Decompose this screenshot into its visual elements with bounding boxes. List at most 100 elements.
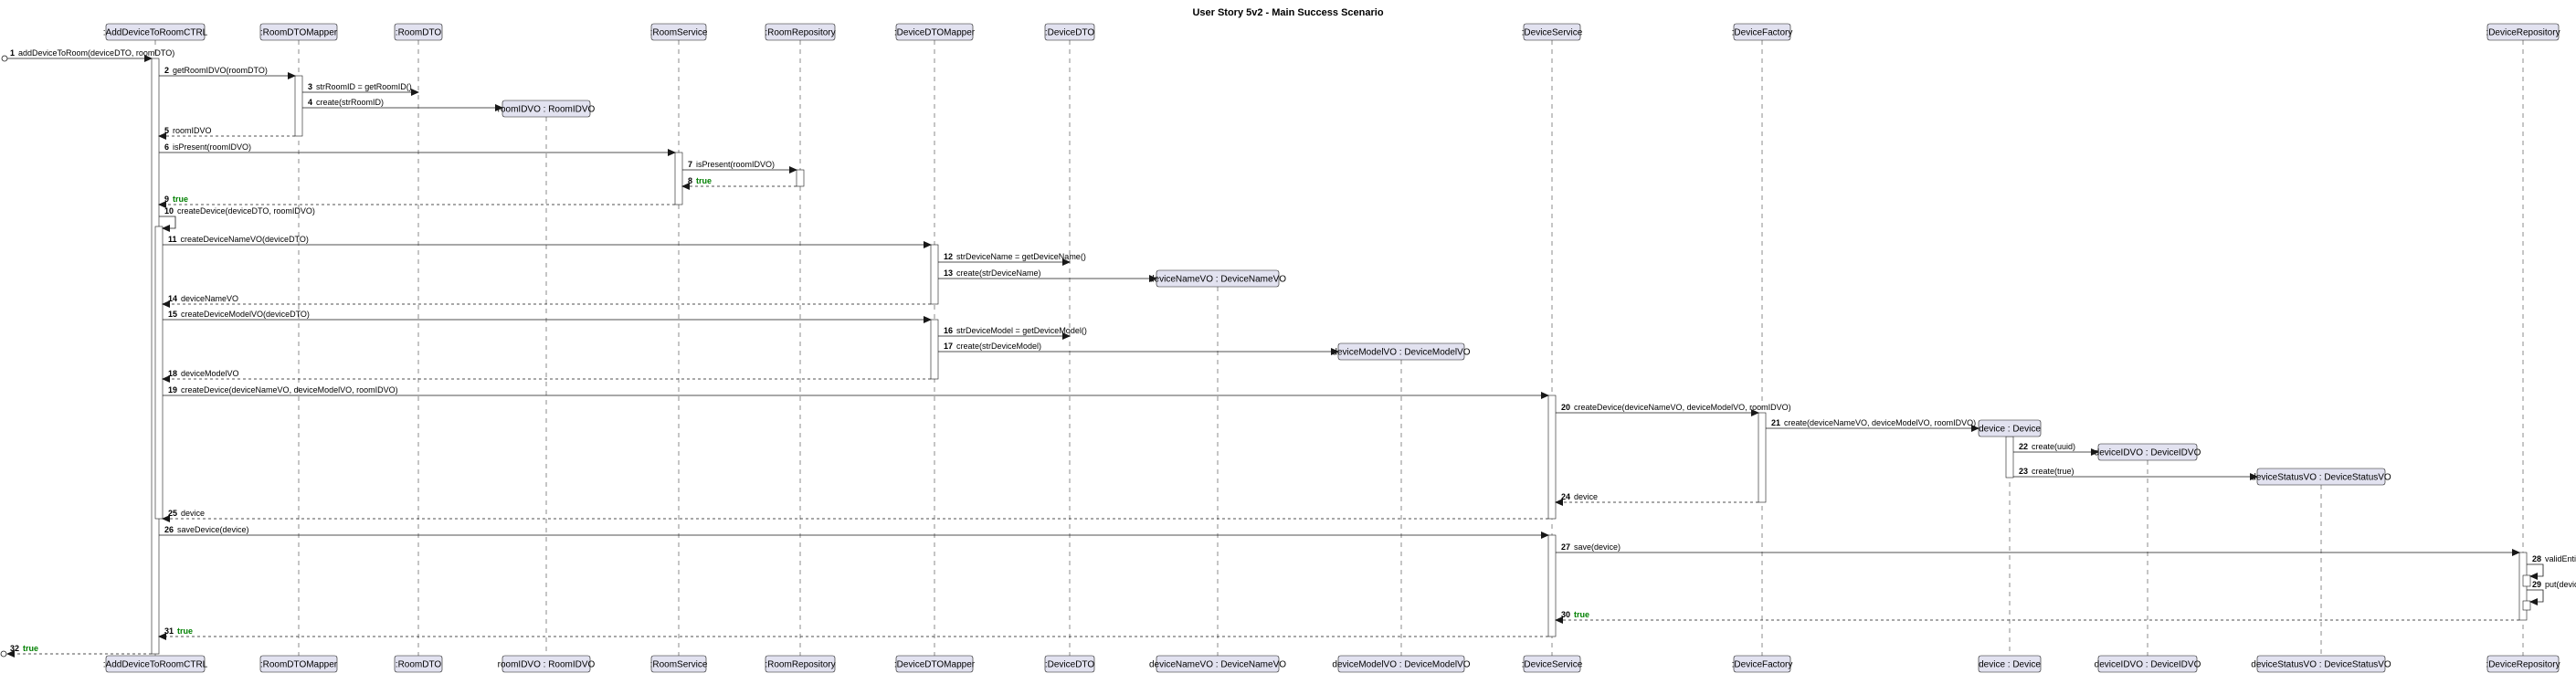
message-24: 24 device [1555, 492, 1758, 506]
message-number: 22 [2019, 442, 2028, 451]
message-text: deviceNameVO [181, 294, 238, 303]
message-number: 24 [1561, 492, 1570, 501]
message-number: 6 [164, 142, 169, 152]
message-28: 28validEntity(device) [2527, 554, 2576, 580]
message-text: deviceModelVO [181, 369, 239, 378]
participant-box [650, 655, 707, 673]
participant-label: :DeviceService [1522, 28, 1583, 38]
participant-devicedtomapper: :DeviceDTOMapper [894, 23, 976, 41]
activation-bar [2522, 574, 2531, 587]
participant-label: :DeviceService [1522, 660, 1583, 670]
participant-deviceservice: :DeviceService [1522, 23, 1583, 41]
participant-label: :DeviceRepository [2486, 28, 2560, 38]
message-text: true [177, 626, 193, 636]
participant-box [895, 23, 974, 41]
participant-bottom-devicestatusvo: deviceStatusVO : DeviceStatusVO [2251, 655, 2391, 673]
message-number: 31 [164, 626, 174, 636]
message-label: 28validEntity(device) [2532, 554, 2576, 563]
participant-box [501, 655, 591, 673]
message-text: create(deviceNameVO, deviceModelVO, room… [1784, 418, 1976, 427]
participant-bottom-devicerepo: :DeviceRepository [2486, 655, 2560, 673]
participant-box [2486, 23, 2560, 41]
participant-bottom-devicedtomapper: :DeviceDTOMapper [894, 655, 976, 673]
activation-bar [1547, 534, 1557, 637]
message-text: strRoomID = getRoomID() [316, 82, 412, 91]
message-text: createDeviceNameVO(deviceDTO) [181, 235, 309, 244]
participant-label: device : Device [1979, 660, 2041, 670]
participant-box [105, 655, 206, 673]
message-text: device [1574, 492, 1598, 501]
participant-ctrl: :AddDeviceToRoomCTRL [103, 23, 208, 41]
participant-bottom-roomidvo: roomIDVO : RoomIDVO [498, 655, 596, 673]
participant-device: device : Device [1978, 419, 2041, 437]
participant-devicestatusvo: deviceStatusVO : DeviceStatusVO [2251, 468, 2391, 486]
message-number: 1 [10, 48, 15, 58]
message-number: 27 [1561, 542, 1570, 552]
message-text: createDevice(deviceDTO, roomIDVO) [177, 206, 315, 216]
participant-label: deviceModelVO : DeviceModelVO [1332, 660, 1470, 670]
participant-bottom-device: device : Device [1978, 655, 2041, 673]
message-label: 24 device [1561, 492, 1598, 501]
participant-box [105, 23, 206, 41]
participant-label: deviceModelVO : DeviceModelVO [1332, 348, 1470, 358]
participant-label: deviceStatusVO : DeviceStatusVO [2251, 660, 2391, 670]
message-number: 8 [688, 176, 692, 185]
participant-box [895, 655, 974, 673]
participant-label: :DeviceFactory [1732, 28, 1793, 38]
message-number: 11 [168, 235, 177, 244]
participant-roomdto: :RoomDTO [394, 23, 443, 41]
participant-roomservice: :RoomService [650, 23, 708, 41]
participant-label: :DeviceDTOMapper [894, 660, 976, 670]
participant-roomrepo: :RoomRepository [765, 23, 836, 41]
message-number: 17 [944, 342, 953, 351]
message-number: 13 [944, 268, 953, 278]
message-number: 23 [2019, 467, 2028, 476]
activation-bar [154, 226, 164, 520]
message-number: 16 [944, 326, 953, 335]
message-number: 3 [308, 82, 312, 91]
participant-bottom-devicenamevo: deviceNameVO : DeviceNameVO [1149, 655, 1286, 673]
participant-label: deviceIDVO : DeviceIDVO [2095, 448, 2201, 458]
message-label: 23 create(true) [2019, 467, 2075, 476]
message-text: device [181, 509, 205, 518]
activation-bar [1547, 395, 1557, 520]
participant-bottom-devicedto: :DeviceDTO [1044, 655, 1094, 673]
participant-label: :AddDeviceToRoomCTRL [103, 660, 208, 670]
participant-bottom-devicemodelvo: deviceModelVO : DeviceModelVO [1332, 655, 1471, 673]
message-text: addDeviceToRoom(deviceDTO, roomDTO) [18, 48, 174, 58]
participant-label: deviceStatusVO : DeviceStatusVO [2251, 473, 2391, 483]
message-text: saveDevice(device) [177, 525, 249, 534]
activation-bar [674, 152, 683, 205]
participant-label: roomIDVO : RoomIDVO [498, 105, 596, 115]
activation-bar [2522, 600, 2531, 611]
participant-label: roomIDVO : RoomIDVO [498, 660, 596, 670]
participant-box [2486, 655, 2560, 673]
message-text: true [23, 644, 38, 653]
participant-box [1523, 23, 1581, 41]
message-number: 18 [168, 369, 177, 378]
message-text: create(true) [2032, 467, 2075, 476]
participant-label: :RoomDTO [396, 660, 442, 670]
message-number: 5 [164, 126, 169, 135]
message-label: 18 deviceModelVO [168, 369, 239, 378]
